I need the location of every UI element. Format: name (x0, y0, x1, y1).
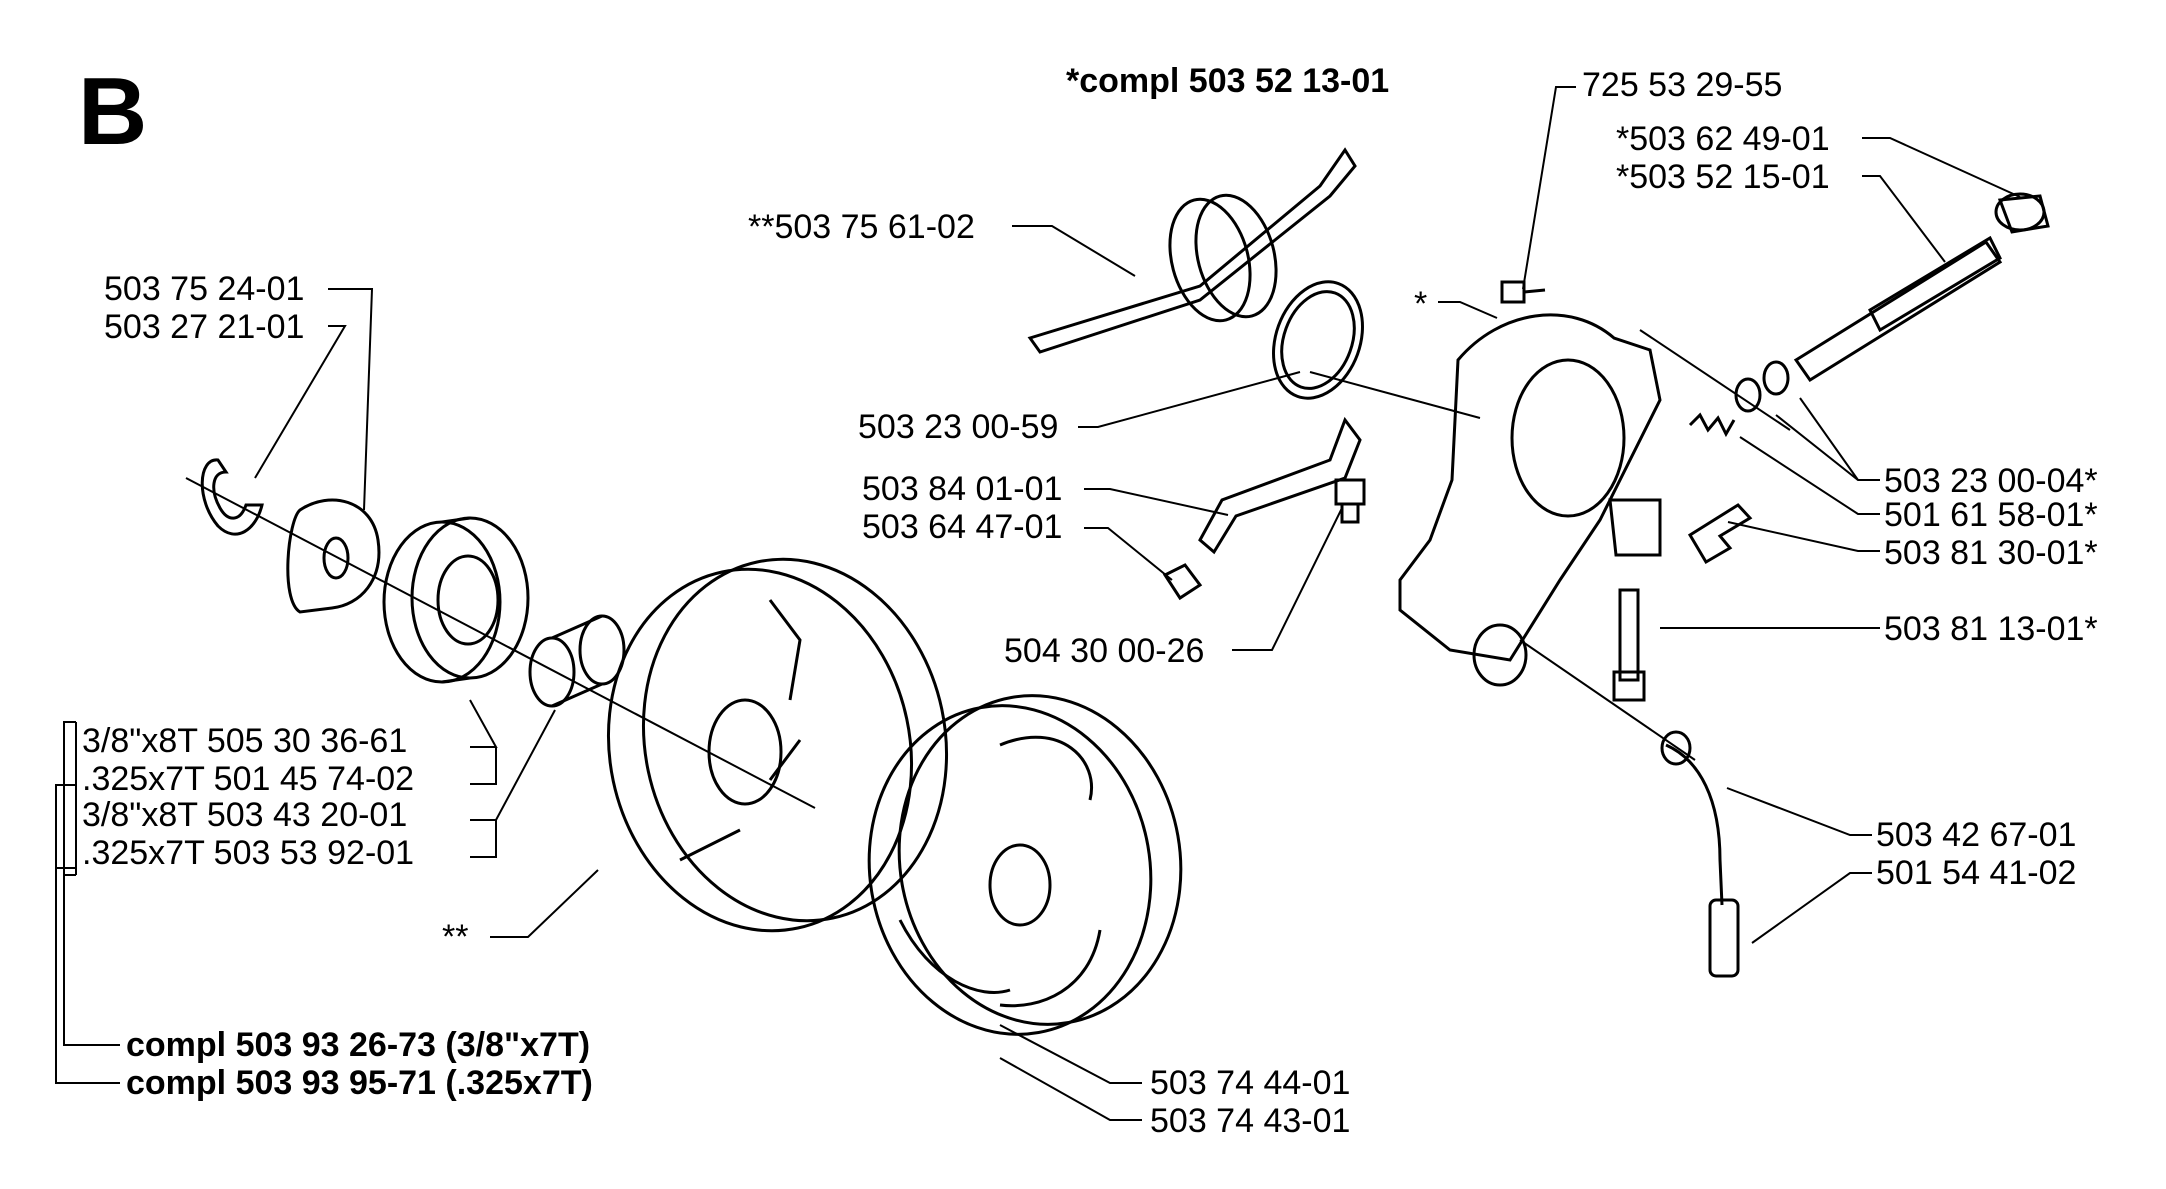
sprocket-label-38-8t-505-30-36-61: 3/8"x8T 505 30 36-61 (82, 722, 408, 760)
part-label-504-30-00-26: 504 30 00-26 (1004, 632, 1205, 670)
nozzle-graphic (1334, 478, 1366, 524)
part-label-503-42-67-01: 503 42 67-01 (1876, 816, 2077, 854)
pump-body-graphic (1398, 313, 1662, 687)
adjust-screw-graphic (1612, 588, 1646, 702)
part-label-501-61-58-01: 501 61 58-01* (1884, 496, 2098, 534)
screw-graphic (1500, 280, 1546, 304)
part-label-503-81-13-01: 503 81 13-01* (1884, 610, 2098, 648)
washer-graphic (286, 498, 381, 614)
washer-set-graphic (1688, 360, 1790, 438)
pump-shaft-graphic (1793, 235, 2003, 383)
clutch-drum-graphic (606, 557, 949, 933)
part-label-503-75-61-02: **503 75 61-02 (748, 208, 975, 246)
part-label-503-23-00-59: 503 23 00-59 (858, 408, 1059, 446)
part-label-503-27-21-01: 503 27 21-01 (104, 308, 305, 346)
part-label-503-52-15-01: *503 52 15-01 (1616, 158, 1830, 196)
end-cap-graphic (1994, 192, 2050, 234)
o-ring-graphic (1272, 280, 1364, 400)
part-label-503-74-44-01: 503 74 44-01 (1150, 1064, 1351, 1102)
clutch-kit-325-label: compl 503 93 95-71 (.325x7T) (126, 1064, 593, 1102)
clutch-kit-38-label: compl 503 93 26-73 (3/8"x7T) (126, 1026, 591, 1064)
rim-sprocket-graphic (382, 516, 530, 684)
needle-bearing-graphic (528, 614, 626, 708)
part-label-503-62-49-01: *503 62 49-01 (1616, 120, 1830, 158)
part-label-503-23-00-04: 503 23 00-04* (1884, 462, 2098, 500)
part-label-501-54-41-02: 501 54 41-02 (1876, 854, 2077, 892)
suction-hose-graphic (1660, 730, 1740, 978)
bearing-label-325-7t-503-53-92-01: .325x7T 503 53 92-01 (82, 834, 415, 872)
part-label-503-74-43-01: 503 74 43-01 (1150, 1102, 1351, 1140)
part-label-503-84-01-01: 503 84 01-01 (862, 470, 1063, 508)
circlip-graphic (200, 458, 264, 536)
part-label-503-81-30-01: 503 81 30-01* (1884, 534, 2098, 572)
part-label-503-75-24-01: 503 75 24-01 (104, 270, 305, 308)
part-label-725-53-29-55: 725 53 29-55 (1582, 66, 1783, 104)
clutch-drum-double-star-label: ** (442, 918, 469, 956)
pump-body-star-label: * (1414, 285, 1428, 323)
pump-kit-label: *compl 503 52 13-01 (1066, 62, 1390, 100)
oil-pipe-graphic (1162, 416, 1362, 601)
part-label-503-64-47-01: 503 64 47-01 (862, 508, 1063, 546)
clutch-shoes-graphic (867, 694, 1183, 1036)
worm-drive-graphic (1027, 147, 1357, 354)
plate-graphic (1687, 503, 1753, 565)
sprocket-label-325-7t-501-45-74-02: .325x7T 501 45 74-02 (82, 760, 415, 798)
section-letter: B (78, 58, 148, 165)
bearing-label-38-8t-503-43-20-01: 3/8"x8T 503 43 20-01 (82, 796, 408, 834)
